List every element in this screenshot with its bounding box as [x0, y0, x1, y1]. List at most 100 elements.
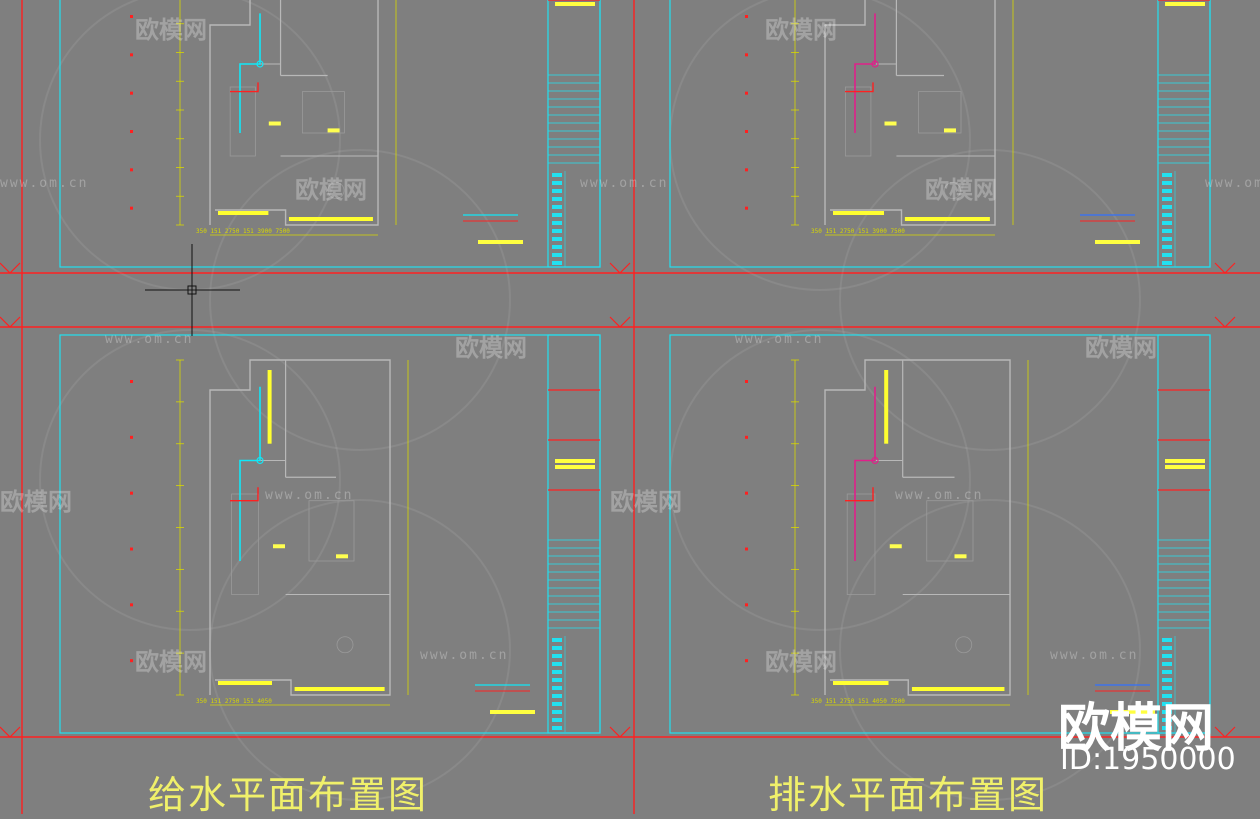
title-block-border: [1157, 0, 1211, 268]
pipe-node: [871, 60, 879, 68]
highlight-wall: [911, 687, 1005, 691]
title-block-cell: [552, 253, 562, 257]
level-tag: [944, 128, 956, 133]
title-block-border: [547, 334, 601, 734]
title-block-cell: [1162, 646, 1172, 650]
furniture-block: [844, 86, 872, 157]
axis-marker: [130, 603, 133, 607]
level-tag: [884, 121, 897, 126]
title-block-cell: [552, 213, 562, 217]
title-block-cell: [1162, 213, 1172, 217]
pipe-run: [845, 82, 874, 93]
level-tag: [954, 554, 967, 559]
axis-marker: [745, 659, 748, 663]
highlight-wall: [288, 217, 373, 221]
watermark-circle: [839, 149, 1141, 451]
title-block-cell: [552, 245, 562, 249]
pipe-node: [256, 456, 264, 465]
pipe-node: [871, 456, 879, 465]
legend-label: [490, 710, 535, 714]
title-block-cell: [1162, 718, 1172, 722]
axis-marker: [745, 53, 748, 57]
axis-marker: [130, 435, 133, 439]
title-block-cell: [1162, 197, 1172, 201]
title-block-cell: [1162, 678, 1172, 682]
watermark-brand: 欧模网: [765, 648, 837, 676]
axis-marker: [745, 380, 748, 383]
title-block-cell: [552, 678, 562, 682]
table-symbol: [327, 182, 345, 199]
axis-marker: [745, 130, 748, 133]
title-block-border: [547, 0, 601, 268]
table-symbol: [944, 182, 961, 199]
axis-marker: [745, 91, 748, 95]
title-block-cell: [552, 197, 562, 201]
dimension-text: 350 151 2750 151 3900 7500: [196, 228, 290, 235]
watermark-url: www.om.cn: [895, 488, 984, 503]
legend-label: [478, 240, 523, 244]
wall-outline: [209, 359, 391, 696]
pipe-run: [239, 386, 261, 561]
legend-label: [1110, 710, 1155, 714]
crosshair-cursor[interactable]: [145, 244, 240, 336]
title-block-cell: [552, 646, 562, 650]
dimension-text: 350 151 2750 151 4050 7500: [811, 698, 905, 705]
watermark-url: www.om.cn: [1205, 176, 1260, 191]
title-block-cell: [1162, 245, 1172, 249]
axis-marker: [130, 15, 133, 18]
brand-logo: 欧模网: [1058, 699, 1215, 759]
legend-label: [1095, 240, 1140, 244]
highlight-wall: [218, 211, 269, 215]
wall-outline: [824, 359, 1011, 696]
title-block: [1157, 0, 1211, 268]
level-tag: [327, 128, 340, 133]
title-block-cell: [552, 221, 562, 225]
title-block: [1157, 334, 1211, 734]
title-block-cell: [1162, 654, 1172, 658]
title-block-border: [1157, 334, 1211, 734]
frame-corner-mark: [1214, 262, 1236, 274]
frame-corner-mark: [609, 262, 631, 274]
table-symbol: [336, 636, 354, 654]
watermark-url: www.om.cn: [105, 332, 194, 347]
pipe-run: [239, 13, 261, 133]
title-block-cell: [552, 173, 562, 177]
title-block-cell: [1162, 662, 1172, 666]
axis-marker: [745, 491, 748, 495]
level-tag: [336, 554, 348, 559]
title-block-cell: [1162, 261, 1172, 265]
axis-marker: [130, 206, 133, 210]
title-block-cell: [552, 686, 562, 690]
watermark-brand: 欧模网: [135, 16, 207, 44]
title-block-cell: [1162, 686, 1172, 690]
title-block-cell: [552, 670, 562, 674]
frame-corner-mark: [0, 262, 21, 274]
pipe-run: [230, 487, 259, 502]
title-block-cell: [1162, 253, 1172, 257]
title-block-label: [555, 459, 595, 463]
frame-corner-mark: [1214, 726, 1236, 738]
title-block-cell: [1162, 702, 1172, 706]
title-block-label: [1165, 2, 1205, 6]
title-block-cell: [552, 205, 562, 209]
title-block-cell: [552, 181, 562, 185]
watermark-brand: 欧模网: [455, 334, 527, 362]
watermark-url: www.om.cn: [265, 488, 354, 503]
title-block-cell: [552, 710, 562, 714]
title-block-cell: [1162, 173, 1172, 177]
floor-plan: 350 151 2750 151 4050 7500: [745, 359, 1155, 714]
drawing-border: [669, 0, 1211, 268]
watermark-brand: 欧模网: [295, 176, 367, 204]
level-tag: [268, 121, 281, 126]
pipe-run: [854, 386, 876, 561]
axis-marker: [130, 91, 133, 95]
axis-marker: [130, 380, 133, 383]
caption-drain-plan: 排水平面布置图: [768, 773, 1049, 817]
watermark-brand: 欧模网: [135, 648, 207, 676]
pipe-run: [230, 82, 259, 93]
dimension-text: 350 151 2750 151 4050: [196, 698, 272, 705]
title-block-cell: [1162, 638, 1172, 642]
pipe-node: [256, 60, 264, 68]
watermark-brand: 欧模网: [0, 488, 72, 516]
